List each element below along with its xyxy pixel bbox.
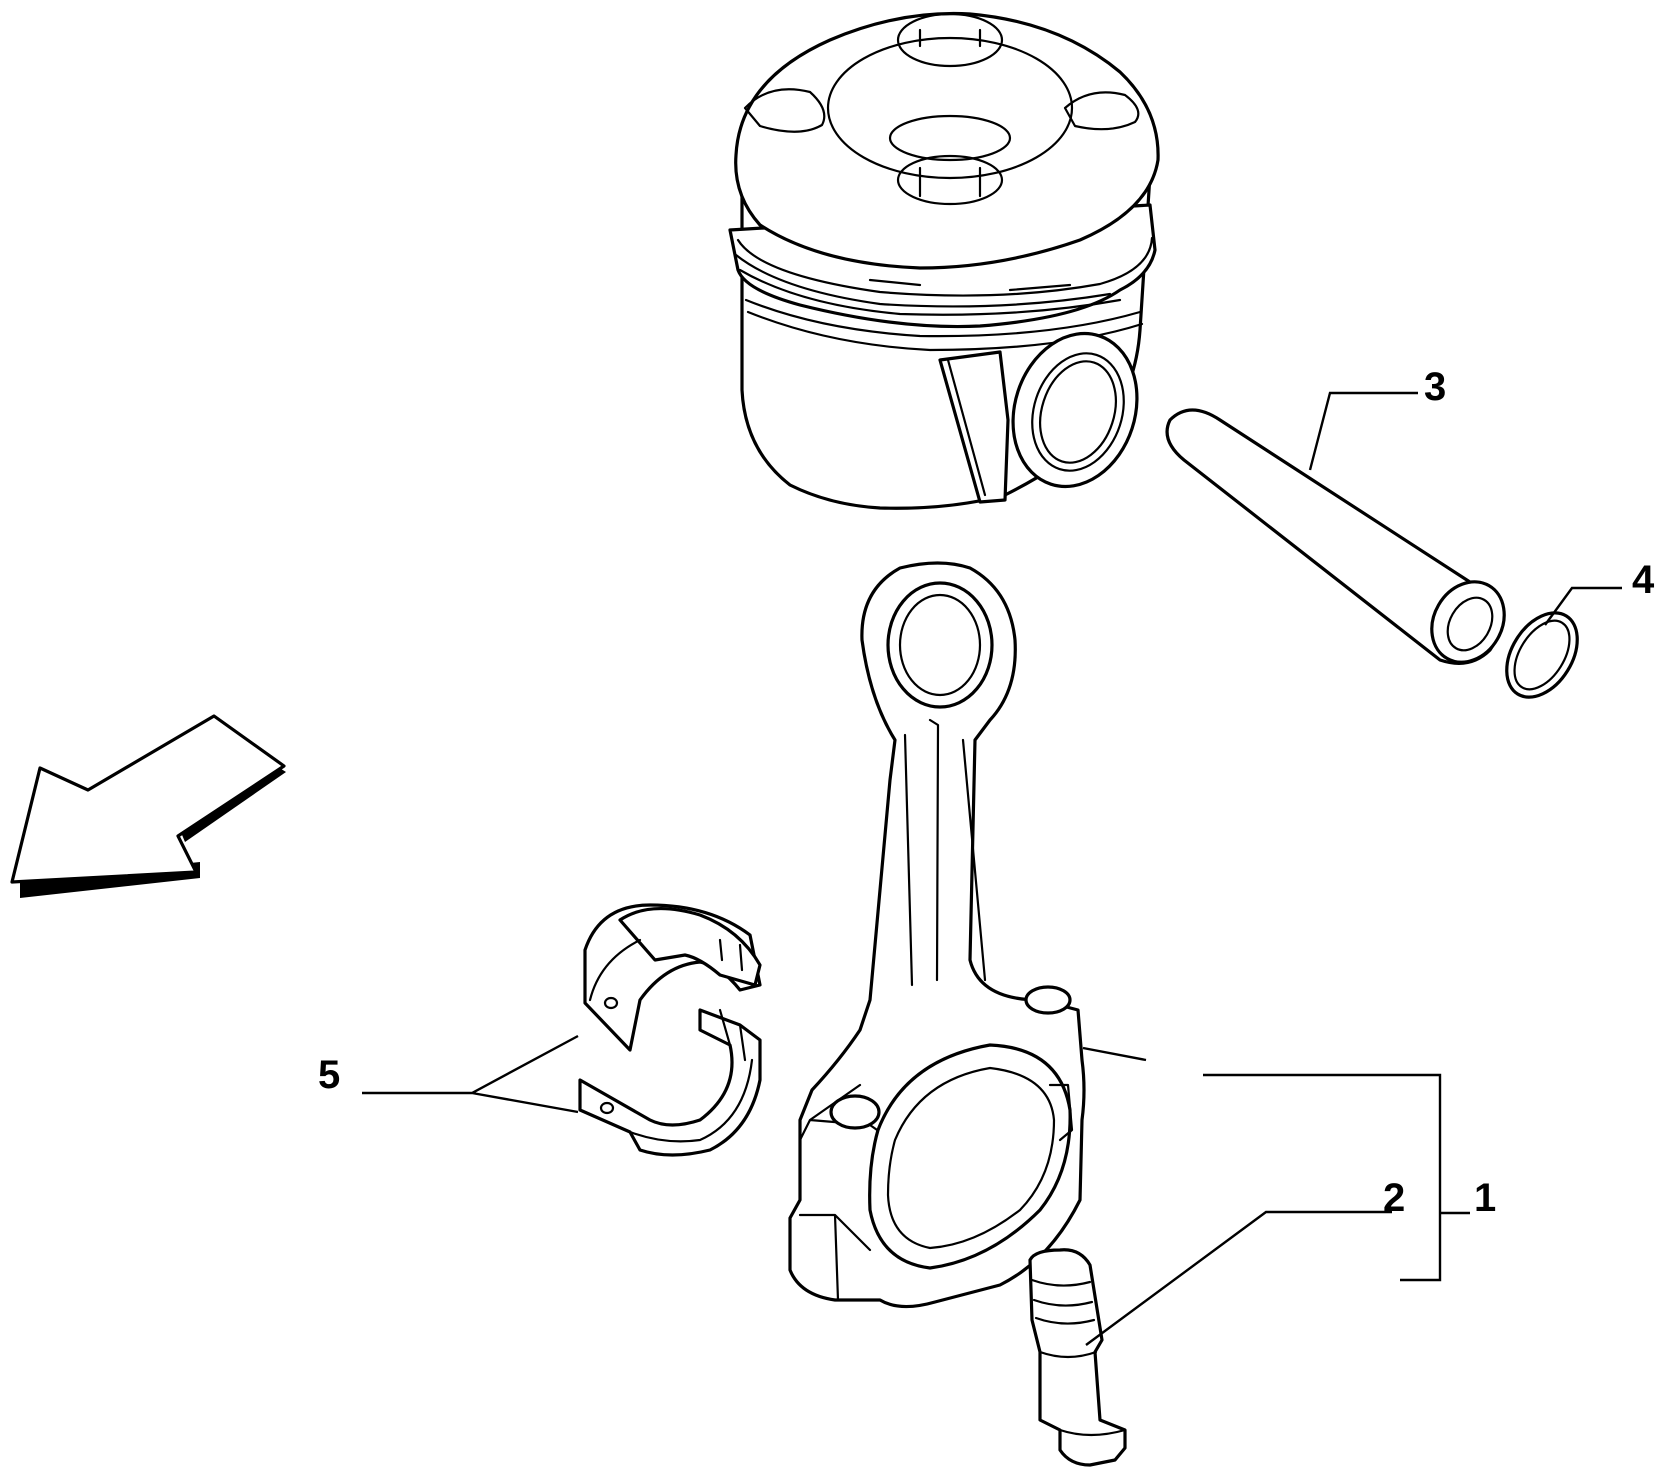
callout-3: 3 — [1424, 365, 1447, 409]
piston — [728, 11, 1160, 510]
direction-arrow — [10, 714, 286, 898]
snap-ring — [1505, 611, 1579, 699]
connecting-rod-bolt — [1028, 1248, 1127, 1467]
callout-5: 5 — [318, 1053, 341, 1097]
connecting-rod — [788, 561, 1086, 1309]
leader-lines — [362, 391, 1622, 1346]
callout-2: 2 — [1383, 1176, 1406, 1220]
callout-1: 1 — [1474, 1176, 1497, 1220]
callout-4: 4 — [1632, 558, 1655, 602]
piston-pin — [1165, 408, 1506, 665]
bearing-shells — [578, 903, 762, 1157]
